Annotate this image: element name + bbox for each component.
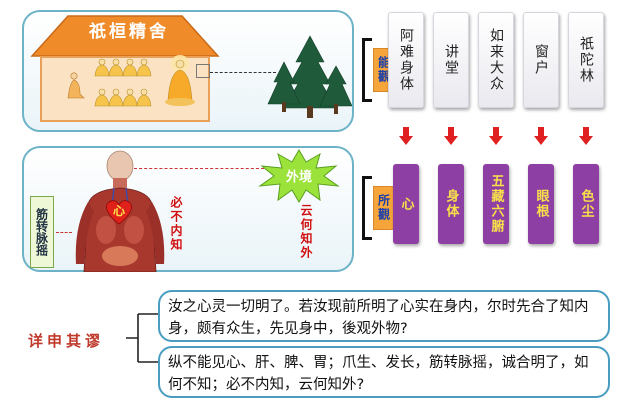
heart-label: 心 — [112, 204, 125, 218]
down-arrow-icon — [399, 127, 413, 145]
heart-icon — [106, 200, 132, 225]
side-title: 详申其谬 — [28, 332, 105, 350]
bottom-item-4: 色尘 — [573, 164, 599, 244]
quote-text-1: 汝之心灵一切明了。若汝现前所明了心实在身内，尔时先合了知内身，颇有众生，先见身中… — [168, 299, 589, 337]
left-caption: 必不内知 — [169, 196, 183, 252]
right-caption: 云何知外 — [299, 204, 313, 260]
burst-label: 外境 — [285, 170, 312, 185]
top-bracket — [362, 38, 372, 102]
bottom-bracket — [362, 176, 372, 240]
down-arrow-icon — [579, 127, 593, 145]
bottom-bracket-label: 所觀 — [373, 186, 395, 230]
jeta-grove-trees-icon — [267, 35, 352, 118]
down-arrow-icon — [489, 127, 503, 145]
bottom-item-3: 眼根 — [528, 164, 554, 244]
top-item-0: 阿难身体 — [388, 12, 424, 108]
top-item-3: 窗户 — [523, 12, 559, 108]
quote-text-2: 纵不能见心、肝、脾、胃；爪生、发长，筋转脉摇，诚合明了，如何不知；必不内知，云何… — [168, 355, 589, 393]
bottom-item-0: 心 — [393, 164, 419, 244]
bottom-item-1: 身体 — [438, 164, 464, 244]
top-item-2: 如来大众 — [478, 12, 514, 108]
connector-lines — [126, 313, 158, 363]
side-tag: 筋转脉摇 — [30, 196, 54, 268]
eye-sight-line — [134, 168, 264, 169]
quote-box-1: 汝之心灵一切明了。若汝现前所明了心实在身内，尔时先合了知内身，颇有众生，先见身中… — [158, 290, 610, 342]
anatomy-figure-icon — [75, 150, 165, 272]
down-arrow-icon — [534, 127, 548, 145]
side-tag-arrow — [56, 232, 72, 233]
dashed-sight-line — [210, 72, 276, 73]
top-item-1: 讲堂 — [433, 12, 469, 108]
house-sign: 祇桓精舍 — [89, 22, 169, 42]
assembly-figures-icon — [67, 55, 195, 107]
window-line — [196, 64, 210, 78]
bottom-item-2: 五藏六腑 — [483, 164, 509, 244]
down-arrow-icon — [444, 127, 458, 145]
quote-box-2: 纵不能见心、肝、脾、胃；爪生、发长，筋转脉摇，诚合明了，如何不知；必不内知，云何… — [158, 346, 610, 398]
top-item-4: 祇陀林 — [568, 12, 604, 108]
outer-realm-burst-icon — [258, 149, 340, 203]
